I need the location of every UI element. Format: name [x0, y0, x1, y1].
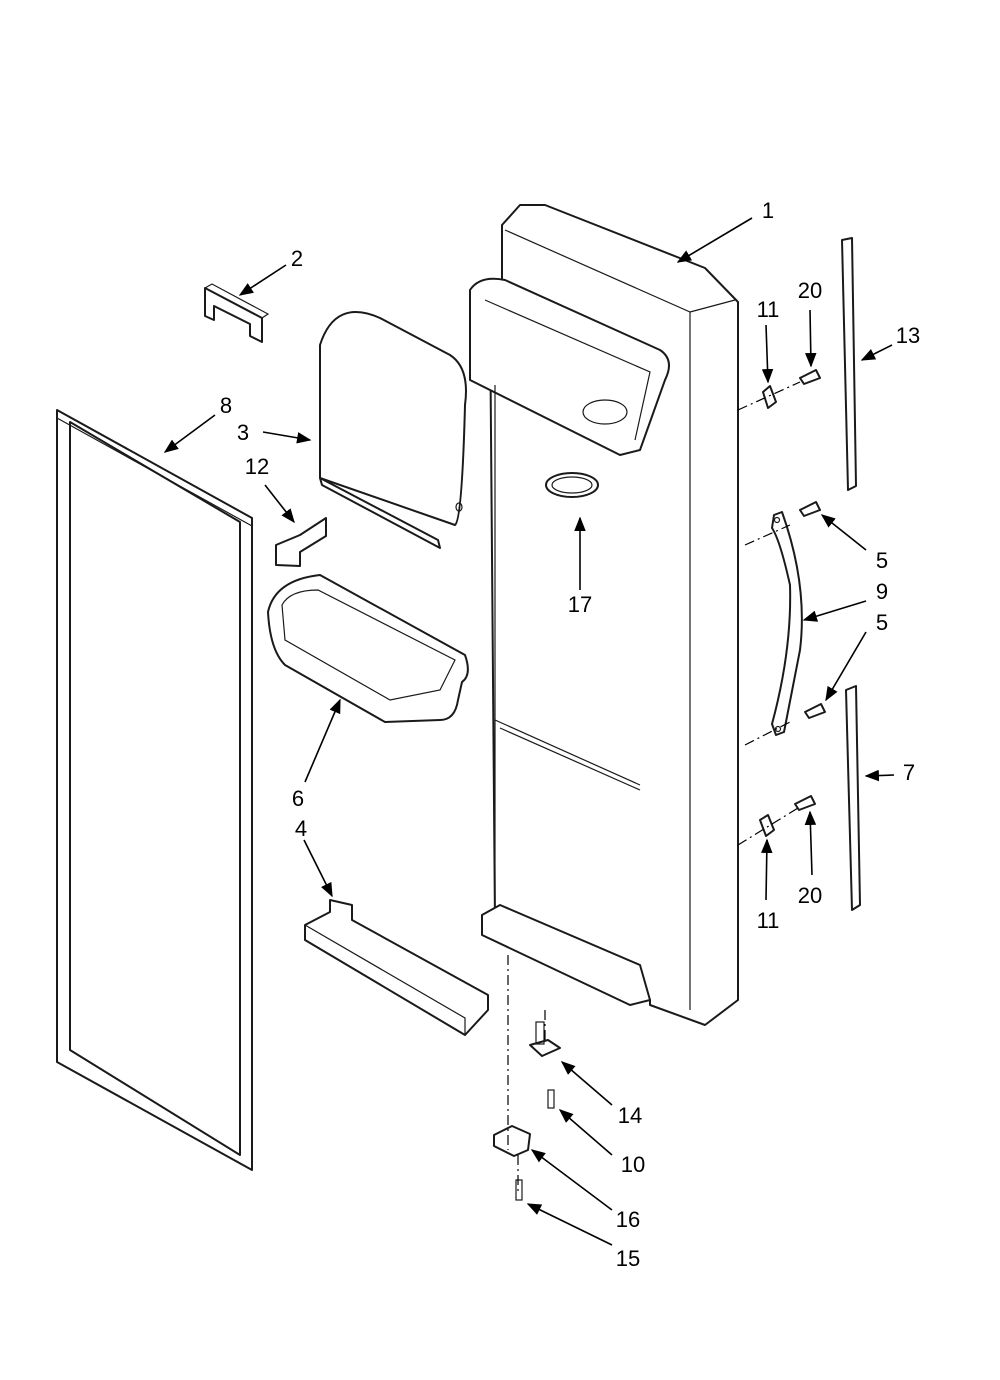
callout-10: 10 — [621, 1152, 645, 1177]
lower-trim-screw — [794, 795, 816, 811]
callout-1: 1 — [762, 198, 774, 223]
hinge-screw — [547, 1089, 555, 1109]
callout-8: 8 — [220, 393, 232, 418]
callout-9: 9 — [876, 579, 888, 604]
bracket-screw — [515, 1179, 523, 1201]
callout-20-upper: 20 — [798, 278, 822, 303]
callout-12: 12 — [245, 454, 269, 479]
handle-screw-upper — [799, 501, 821, 517]
door-gasket — [56, 409, 253, 1171]
dairy-door-cover — [319, 311, 467, 549]
lower-hinge-clip — [759, 814, 775, 837]
hinge-bracket — [493, 1125, 531, 1157]
door-bin — [267, 574, 469, 723]
callout-3: 3 — [237, 420, 249, 445]
callout-20-lower: 20 — [798, 883, 822, 908]
callout-14: 14 — [618, 1103, 642, 1128]
callout-11-upper: 11 — [757, 297, 780, 322]
door-clip — [204, 283, 270, 343]
callout-5-lower: 5 — [876, 610, 888, 635]
upper-handle-trim — [841, 237, 857, 491]
door-handle — [771, 511, 803, 736]
lower-door-rail — [304, 899, 489, 1036]
hinge-pin — [529, 1021, 561, 1057]
handle-screw-lower — [804, 703, 826, 719]
refrigerator-door — [469, 204, 739, 1026]
callout-16: 16 — [616, 1207, 640, 1232]
callout-15: 15 — [616, 1246, 640, 1271]
door-cap — [545, 472, 599, 498]
callout-2: 2 — [291, 246, 303, 271]
upper-hinge-clip — [762, 385, 777, 409]
upper-trim-screw — [799, 369, 821, 385]
callout-6: 6 — [292, 786, 304, 811]
callout-11-lower: 11 — [757, 908, 780, 933]
callout-5-upper: 5 — [876, 548, 888, 573]
cover-stop — [275, 517, 327, 567]
callout-4: 4 — [295, 816, 307, 841]
callout-7: 7 — [903, 760, 915, 785]
callout-13: 13 — [896, 323, 920, 348]
lower-handle-trim — [845, 685, 861, 911]
callout-17: 17 — [568, 592, 592, 617]
